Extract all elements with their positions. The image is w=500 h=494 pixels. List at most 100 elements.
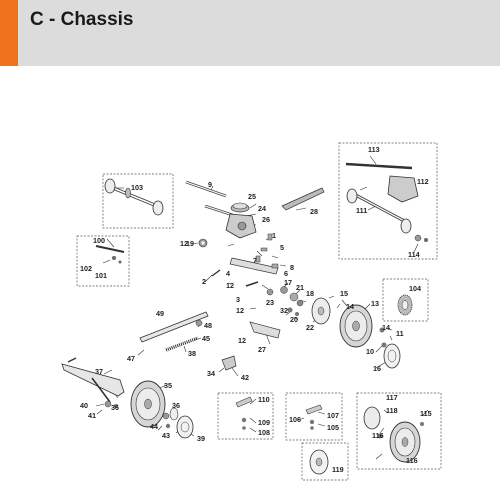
- callout-115: 115: [420, 409, 432, 418]
- callout-12a: 12: [180, 239, 188, 248]
- callout-18: 18: [306, 289, 314, 298]
- callout-108: 108: [258, 428, 270, 437]
- part-100-axle-pin: [95, 245, 125, 264]
- part-10-11-washers: [379, 327, 387, 348]
- part-110-bolt-set: [235, 396, 253, 430]
- part-103-axle-bracket: [104, 178, 164, 216]
- part-107-bolt-set: [305, 404, 323, 430]
- part-34-clip: [221, 355, 237, 371]
- callout-44: 44: [150, 422, 158, 431]
- group-box-119: [301, 442, 349, 481]
- callout-100: 100: [93, 236, 105, 245]
- callout-113: 113: [368, 145, 380, 154]
- callout-1: 1: [272, 231, 276, 240]
- callout-103: 103: [131, 183, 143, 192]
- part-15-hub-cap: [311, 297, 331, 325]
- callout-119: 119: [332, 465, 344, 474]
- callout-110: 110: [258, 395, 270, 404]
- callout-2: 2: [202, 277, 206, 286]
- callout-22: 22: [306, 323, 314, 332]
- part-2-pin: [211, 269, 221, 277]
- callout-104: 104: [409, 284, 421, 293]
- callout-27: 27: [258, 345, 266, 354]
- callout-42: 42: [241, 373, 249, 382]
- callout-12c: 12: [236, 306, 244, 315]
- callout-12b: 12: [226, 281, 234, 290]
- callout-26: 26: [262, 215, 270, 224]
- callout-28: 28: [310, 207, 318, 216]
- part-36-43-44-front-hub: [162, 407, 179, 429]
- callout-10: 10: [366, 347, 374, 356]
- group-box-108: [217, 392, 274, 440]
- callout-16: 16: [373, 364, 381, 373]
- callout-15: 15: [340, 289, 348, 298]
- part-13-rear-wheel: [339, 304, 373, 348]
- callout-109: 109: [258, 418, 270, 427]
- callout-36b: 36: [172, 401, 180, 410]
- callout-45: 45: [202, 334, 210, 343]
- part-27-guard-plate: [249, 321, 281, 339]
- group-box-105: [285, 392, 343, 441]
- callout-102: 102: [80, 264, 92, 273]
- callout-118: 118: [386, 406, 398, 415]
- callout-5: 5: [280, 243, 284, 252]
- group-box-100: [76, 235, 130, 287]
- callout-20: 20: [290, 315, 298, 324]
- callout-12d: 12: [238, 336, 246, 345]
- part-19-bushing: [198, 238, 208, 248]
- part-9-drive-shaft: [185, 180, 249, 222]
- callout-24: 24: [258, 204, 266, 213]
- callout-40: 40: [80, 401, 88, 410]
- callout-21: 21: [296, 283, 304, 292]
- callout-41: 41: [88, 411, 96, 420]
- part-104-drive-gear: [397, 294, 413, 316]
- part-49-height-bar: [139, 311, 209, 343]
- callout-11: 11: [396, 329, 404, 338]
- part-16-wheel-cover: [383, 343, 401, 369]
- group-box-103: [102, 173, 174, 229]
- group-box-104: [382, 278, 429, 322]
- callout-13: 13: [371, 299, 379, 308]
- callout-8: 8: [290, 263, 294, 272]
- part-39-hub-cap: [176, 415, 194, 439]
- callout-49: 49: [156, 309, 164, 318]
- callout-7: 7: [253, 256, 257, 265]
- callout-19: 19: [186, 239, 194, 248]
- callout-3: 3: [236, 295, 240, 304]
- page-title: C - Chassis: [30, 9, 134, 30]
- callout-17: 17: [284, 278, 292, 287]
- callout-34: 34: [207, 369, 215, 378]
- page-header: [0, 0, 500, 66]
- callout-114: 114: [408, 250, 420, 259]
- part-17-23-wheel-fittings: [245, 281, 304, 316]
- part-115-rear-wheel-set: [363, 406, 424, 463]
- callout-9: 9: [208, 180, 212, 189]
- part-28-v-belt: [281, 187, 325, 211]
- part-26-gearbox: [225, 213, 257, 239]
- callout-14a: 14: [346, 302, 354, 311]
- callout-43: 43: [162, 431, 170, 440]
- callout-37: 37: [95, 367, 103, 376]
- part-119-wheel-cover: [309, 449, 329, 475]
- group-box-115: [356, 392, 442, 470]
- callout-111: 111: [356, 206, 367, 215]
- callout-25: 25: [248, 192, 256, 201]
- callout-labels: 1 2 3 4 5 6 7 8 9 10 11 12 12 12 12 13 1…: [80, 145, 432, 474]
- callout-14b: 14: [382, 323, 390, 332]
- callout-117: 117: [386, 393, 398, 402]
- callout-32: 32: [280, 306, 288, 315]
- part-111-rear-axle-assembly: [345, 162, 428, 242]
- part-1-5-small-fittings: [260, 233, 273, 252]
- callout-36a: 36: [111, 403, 119, 412]
- callout-6: 6: [284, 269, 288, 278]
- callout-23: 23: [266, 298, 274, 307]
- callout-38: 38: [188, 349, 196, 358]
- group-box-111: [338, 142, 438, 260]
- callout-35: 35: [164, 381, 172, 390]
- callout-105: 105: [327, 423, 339, 432]
- accent-bar: [0, 0, 18, 66]
- callout-39: 39: [197, 434, 205, 443]
- callout-4: 4: [226, 269, 230, 278]
- part-35-front-wheel: [130, 380, 166, 428]
